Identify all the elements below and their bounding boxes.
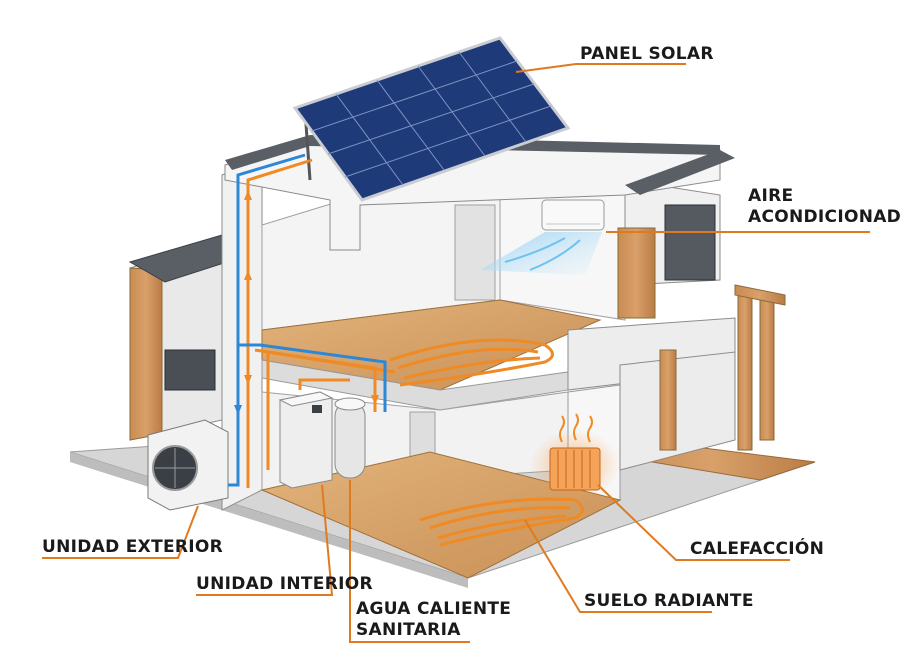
- callout-line-outdoor-unit: [42, 505, 199, 559]
- solar-panel-array: [292, 36, 571, 202]
- hot-pipes: [246, 158, 396, 488]
- label-heating-text: CALEFACCIÓN: [690, 539, 825, 559]
- upper-floor: [261, 299, 602, 391]
- roof-right-parapet: [625, 150, 735, 195]
- upper-wood-cladding: [617, 227, 656, 319]
- indoor-unit: [278, 391, 334, 489]
- hot-water-tank: [334, 397, 366, 479]
- air-conditioner-unit: [480, 199, 605, 275]
- label-outdoor-unit: UNIDAD EXTERIOR: [42, 537, 223, 558]
- callout-line-indoor-unit: [196, 484, 334, 596]
- label-indoor-unit-text: UNIDAD INTERIOR: [196, 574, 373, 594]
- label-underfloor-heating: SUELO RADIANTE: [584, 591, 754, 612]
- ground-right-facade: [619, 351, 736, 471]
- label-heating: CALEFACCIÓN: [690, 539, 824, 560]
- label-solar-panel-text: PANEL SOLAR: [580, 44, 714, 64]
- left-volume-wood: [129, 267, 163, 441]
- label-air-conditioner-line2: ACONDICIONADO: [748, 207, 900, 227]
- callout-line-heating: [597, 484, 790, 561]
- callout-line-underfloor: [524, 519, 712, 613]
- outdoor-unit: [147, 419, 229, 511]
- ground-underfloor-pipes: [419, 497, 584, 547]
- label-air-conditioner: AIRE ACONDICIONADO: [748, 186, 900, 228]
- cold-pipes: [228, 153, 387, 487]
- upper-doorway: [454, 204, 496, 301]
- upper-right-window: [664, 204, 716, 281]
- label-hot-water: AGUA CALIENTE SANITARIA: [356, 599, 511, 641]
- label-hot-water-line2: SANITARIA: [356, 620, 461, 640]
- label-underfloor-heating-text: SUELO RADIANTE: [584, 591, 754, 611]
- label-solar-panel: PANEL SOLAR: [580, 44, 714, 65]
- radiator: [530, 413, 620, 500]
- label-hot-water-line1: AGUA CALIENTE: [356, 599, 512, 619]
- upper-underfloor-pipes: [389, 338, 554, 387]
- callout-line-solar-panel: [515, 63, 686, 73]
- label-outdoor-unit-text: UNIDAD EXTERIOR: [42, 537, 224, 557]
- callout-lines: [42, 63, 870, 643]
- flow-arrows: [234, 190, 379, 415]
- label-air-conditioner-line1: AIRE: [748, 186, 794, 206]
- callout-line-hot-water: [349, 480, 470, 643]
- pergola-wood-slats: [659, 284, 786, 451]
- left-window: [164, 349, 216, 391]
- label-indoor-unit: UNIDAD INTERIOR: [196, 574, 373, 595]
